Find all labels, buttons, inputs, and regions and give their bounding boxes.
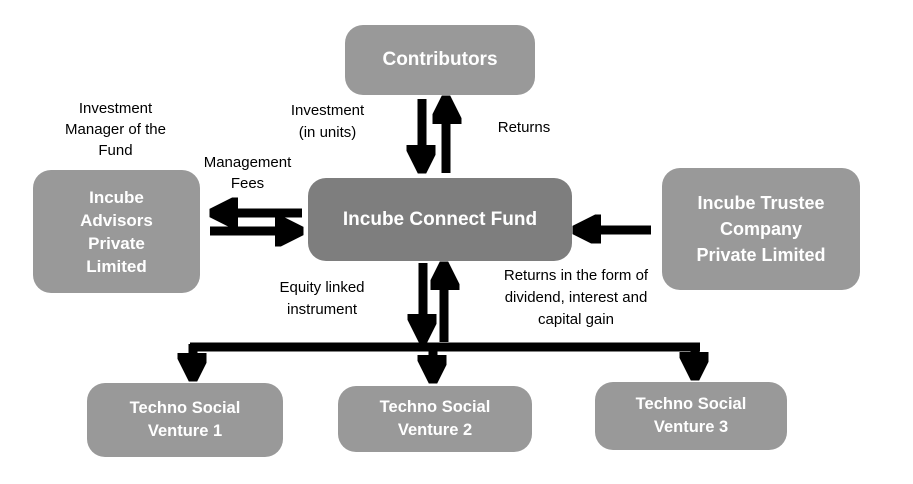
node-label: Company [719,219,802,239]
node-techno-social-venture-1: Techno Social Venture 1 [87,383,283,457]
label-returns: Returns [479,117,569,138]
node-label: Techno Social [129,399,241,417]
node-label: Venture 1 [147,422,223,440]
label-investment-manager: Investment Manager of the Fund [33,98,198,161]
node-label: Venture 2 [397,421,473,439]
node-label: Incube Connect Fund [342,208,538,230]
node-incube-advisors: Incube Advisors Private Limited [33,170,200,293]
node-contributors: Contributors [345,25,535,95]
node-label: Incube Trustee [697,193,825,213]
node-label: Private Limited [696,245,826,265]
node-label: Incube [89,187,144,207]
node-label: Contributors [382,49,498,70]
label-line: Investment [78,100,153,117]
label-returns-dividend-interest: Returns in the form of dividend, interes… [478,265,674,331]
label-investment-in-units: Investment (in units) [260,100,395,144]
node-incube-trustee: Incube Trustee Company Private Limited [662,168,860,290]
node-label: Advisors [80,210,153,230]
label-line: Manager of the [65,121,166,138]
node-label: Limited [86,256,147,276]
label-line: Investment [290,102,365,119]
label-line: (in units) [298,124,357,141]
node-techno-social-venture-2: Techno Social Venture 2 [338,386,532,452]
label-line: Fees [230,175,265,192]
label-line: capital gain [538,311,614,328]
node-label: Techno Social [635,395,747,413]
label-management-fees: Management Fees [185,152,310,194]
label-line: dividend, interest and [504,289,648,306]
label-line: Returns in the form of [503,267,649,284]
label-line: Management [203,154,292,171]
label-equity-linked-instrument: Equity linked instrument [247,277,397,321]
node-label: Techno Social [379,398,491,416]
label-line: Returns [497,119,551,136]
node-label: Private [88,233,145,253]
label-line: Equity linked [279,279,365,296]
node-label: Venture 3 [653,418,729,436]
label-line: instrument [286,301,358,318]
node-techno-social-venture-3: Techno Social Venture 3 [595,382,787,450]
node-incube-connect-fund: Incube Connect Fund [308,178,572,261]
label-line: Fund [98,142,133,159]
